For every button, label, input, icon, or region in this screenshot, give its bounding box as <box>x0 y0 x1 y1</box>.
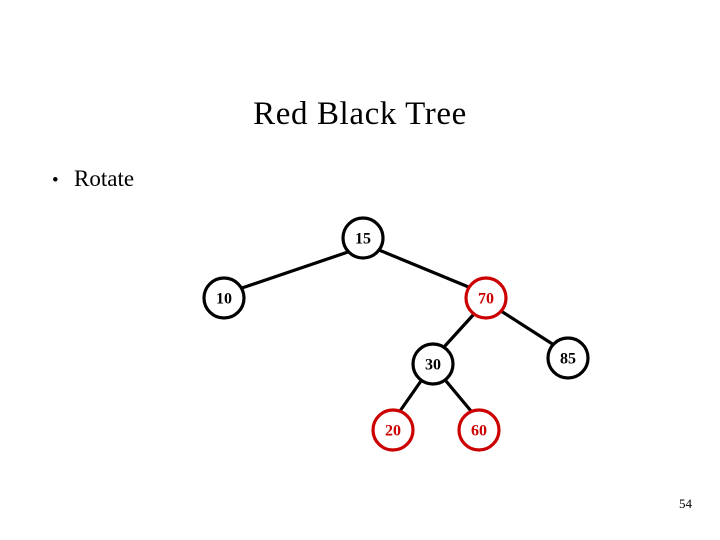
node-label: 70 <box>478 291 494 308</box>
node-label: 60 <box>471 423 487 440</box>
tree-node-10[interactable]: 10 <box>202 276 246 320</box>
tree-node-60[interactable]: 60 <box>457 408 501 452</box>
bullet-list: • Rotate <box>52 165 472 193</box>
node-label: 20 <box>385 423 401 440</box>
tree-edge-group <box>237 248 556 413</box>
tree-edge-15-10 <box>237 250 350 291</box>
tree-node-20[interactable]: 20 <box>371 408 415 452</box>
list-item: • Rotate <box>52 165 472 193</box>
tree-edge-15-70 <box>377 248 473 290</box>
node-label: 30 <box>425 357 441 374</box>
node-label: 85 <box>560 351 576 368</box>
tree-node-70[interactable]: 70 <box>464 276 508 320</box>
tree-edge-30-20 <box>398 379 423 413</box>
node-circle[interactable] <box>371 408 415 452</box>
node-circle[interactable] <box>341 216 385 260</box>
node-circle[interactable] <box>464 276 508 320</box>
page-title: Red Black Tree <box>253 96 467 133</box>
tree-node-15[interactable]: 15 <box>341 216 385 260</box>
node-circle[interactable] <box>411 342 455 386</box>
node-circle[interactable] <box>546 336 590 380</box>
bullet-point-icon: • <box>52 170 59 191</box>
tree-edge-70-85 <box>499 309 556 347</box>
node-circle[interactable] <box>457 408 501 452</box>
bullet-item-label: Rotate <box>74 166 135 191</box>
node-label: 15 <box>355 231 371 248</box>
tree-node-85[interactable]: 85 <box>546 336 590 380</box>
tree-edge-30-60 <box>444 379 473 413</box>
slide-page-number: 54 <box>679 496 692 511</box>
tree-edge-70-30 <box>442 312 476 349</box>
node-circle[interactable] <box>202 276 246 320</box>
tree-node-30[interactable]: 30 <box>411 342 455 386</box>
node-label: 10 <box>216 291 232 308</box>
